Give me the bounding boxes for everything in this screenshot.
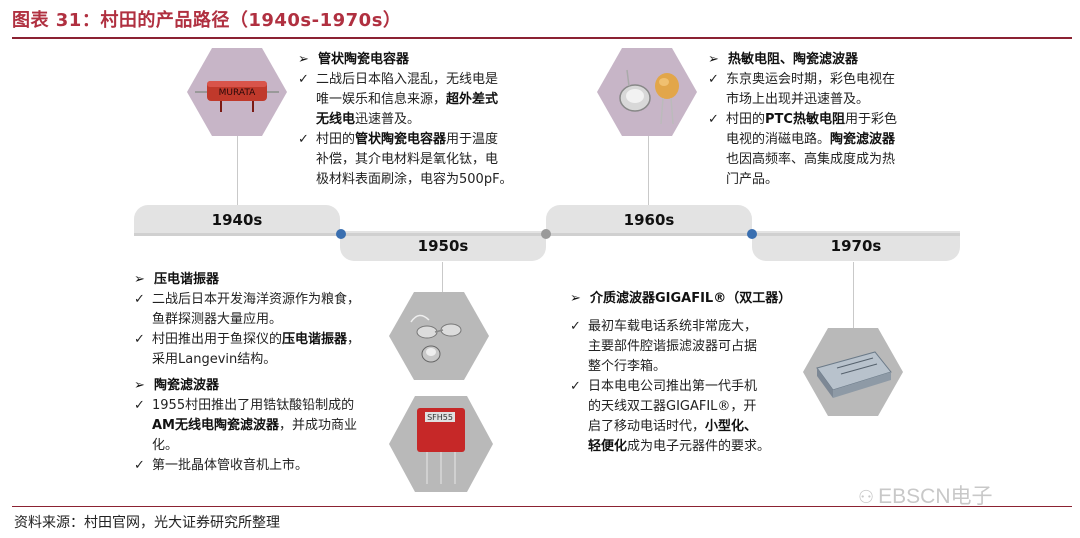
heading-text: 热敏电阻、陶瓷滤波器	[727, 52, 858, 67]
decade-tab-1960s: 1960s	[546, 205, 752, 235]
block-heading-piezo: ➢ 压电谐振器	[134, 270, 396, 290]
check-icon: ✓	[298, 132, 309, 147]
figure-title: 图表 31：村田的产品路径（1940s-1970s）	[12, 10, 402, 31]
decade-tab-1970s: 1970s	[752, 231, 960, 261]
bullet-item: ✓村田的管状陶瓷电容器用于温度补偿，其介电材料是氧化钛，电极材料表面刷涂，电容为…	[298, 132, 513, 187]
check-icon: ✓	[298, 72, 309, 87]
capacitor-print: MURATA	[219, 88, 256, 98]
bullet-item: ✓二战后日本开发海洋资源作为粮食，鱼群探测器大量应用。	[134, 292, 361, 327]
text-block-1940s: ➢ 管状陶瓷电容器 ✓二战后日本陷入混乱，无线电是唯一娱乐和信息来源，超外差式无…	[298, 50, 550, 190]
connector-1970s	[853, 262, 854, 328]
filter-print: SFH55	[427, 413, 453, 422]
bullet-item: ✓村田推出用于鱼探仪的压电谐振器，采用Langevin结构。	[134, 332, 361, 367]
footer-rule	[12, 506, 1072, 507]
bullet-item: ✓最初车载电话系统非常庞大，主要部件腔谐振滤波器可占据整个行李箱。	[570, 319, 758, 374]
check-icon: ✓	[570, 319, 581, 334]
decade-tab-1950s: 1950s	[340, 231, 546, 261]
arrow-icon: ➢	[134, 378, 145, 393]
source-note: 资料来源：村田官网，光大证券研究所整理	[14, 515, 280, 531]
check-icon: ✓	[570, 379, 581, 394]
watermark-text: EBSCN电子	[878, 485, 993, 508]
check-icon: ✓	[134, 292, 145, 307]
ceramic-filter-image: SFH55	[389, 396, 493, 492]
heading-text: 管状陶瓷电容器	[317, 52, 409, 67]
heading-text: 介质滤波器GIGAFIL®（双工器）	[589, 291, 792, 306]
timeline-dot-3	[747, 229, 757, 239]
duplexer-icon	[816, 351, 892, 398]
heading-text: 压电谐振器	[153, 272, 219, 287]
timeline-dot-1	[336, 229, 346, 239]
check-icon: ✓	[134, 458, 145, 473]
bullet-item: ✓日本电电公司推出第一代手机的天线双工器GIGAFIL®，开启了移动电话时代，小…	[570, 379, 771, 454]
piezo-resonator-image	[389, 292, 489, 380]
check-icon: ✓	[708, 112, 719, 127]
timeline-dot-2	[541, 229, 551, 239]
bullet-item: ✓东京奥运会时期，彩色电视在市场上出现并迅速普及。	[708, 72, 896, 107]
connector-1950s	[442, 262, 443, 310]
thermistor-image	[597, 48, 697, 136]
heading-text: 陶瓷滤波器	[153, 378, 219, 393]
decade-tab-1940s: 1940s	[134, 205, 340, 235]
ceramic-filter-icon: SFH55	[417, 408, 465, 484]
block-heading-1970s: ➢ 介质滤波器GIGAFIL®（双工器）	[570, 289, 810, 309]
thermistor-icon	[619, 69, 679, 125]
block-heading-1940s: ➢ 管状陶瓷电容器	[298, 50, 550, 70]
text-block-1970s: ➢ 介质滤波器GIGAFIL®（双工器） ✓最初车载电话系统非常庞大，主要部件腔…	[570, 289, 810, 457]
text-block-1960s: ➢ 热敏电阻、陶瓷滤波器 ✓东京奥运会时期，彩色电视在市场上出现并迅速普及。 ✓…	[708, 50, 948, 190]
bullet-item: ✓村田的PTC热敏电阻用于彩色电视的消磁电路。陶瓷滤波器也因高频率、高集成度成为…	[708, 112, 897, 187]
bullet-item: ✓第一批晶体管收音机上市。	[134, 456, 396, 476]
gigafil-duplexer-image	[803, 328, 903, 416]
arrow-icon: ➢	[570, 291, 581, 306]
tubular-capacitor-icon: MURATA	[195, 81, 279, 112]
arrow-icon: ➢	[298, 52, 309, 67]
arrow-icon: ➢	[134, 272, 145, 287]
wechat-icon: ⚇	[858, 487, 875, 507]
piezo-resonator-icon	[410, 314, 462, 363]
connector-1940s	[237, 134, 238, 206]
arrow-icon: ➢	[708, 52, 719, 67]
check-icon: ✓	[134, 332, 145, 347]
check-icon: ✓	[134, 398, 145, 413]
check-icon: ✓	[708, 72, 719, 87]
tubular-capacitor-image: MURATA	[187, 48, 287, 136]
text-block-1950s: ➢ 压电谐振器 ✓二战后日本开发海洋资源作为粮食，鱼群探测器大量应用。 ✓村田推…	[134, 270, 396, 476]
bullet-item: ✓二战后日本陷入混乱，无线电是唯一娱乐和信息来源，超外差式无线电迅速普及。	[298, 72, 499, 127]
block-heading-1960s: ➢ 热敏电阻、陶瓷滤波器	[708, 50, 948, 70]
watermark: ⚇EBSCN电子	[858, 480, 993, 510]
block-heading-ceramic-filter: ➢ 陶瓷滤波器	[134, 376, 396, 396]
connector-1960s	[648, 134, 649, 206]
title-rule	[12, 37, 1072, 39]
